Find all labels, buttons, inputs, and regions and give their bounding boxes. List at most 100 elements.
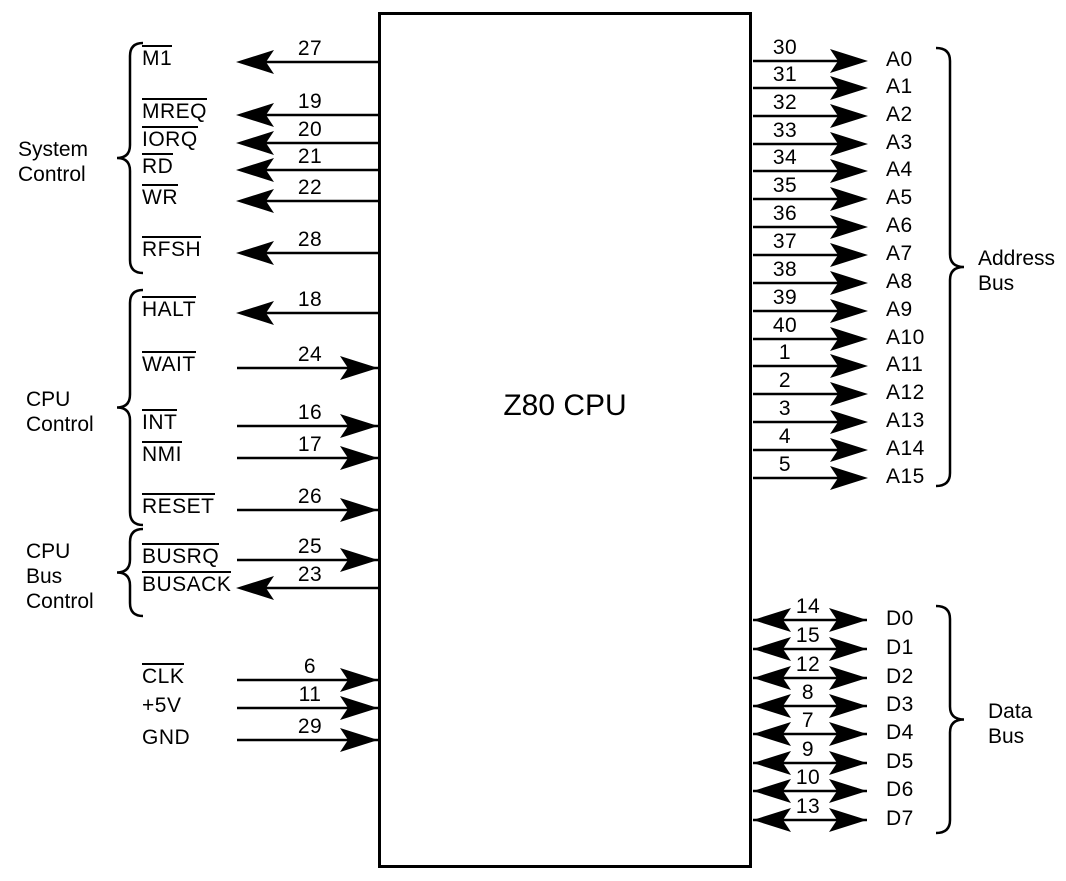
arrowhead-d6-left	[753, 779, 791, 803]
brace-system-control	[116, 41, 144, 275]
arrowhead-a14	[830, 438, 868, 462]
pin-number-d0: 14	[795, 595, 821, 618]
pin-number-mreq: 19	[297, 90, 323, 113]
pin-label-a2: A2	[886, 103, 913, 126]
pin-number-halt: 18	[297, 288, 323, 311]
arrowhead-a7	[830, 243, 868, 267]
arrowhead-a9	[830, 299, 868, 323]
pin-number-a13: 3	[778, 397, 792, 420]
pin-label-m1: M1	[142, 45, 173, 70]
pin-number-5v: 11	[298, 683, 322, 706]
pin-label-mreq: MREQ	[142, 98, 207, 123]
pin-label-text-int: INT	[142, 409, 178, 434]
arrowhead-rfsh	[236, 241, 274, 265]
pin-label-rfsh: RFSH	[142, 236, 202, 261]
pin-label-nmi: NMI	[142, 441, 182, 466]
pin-label-a3: A3	[886, 131, 913, 154]
group-label-cpu-bus-control-line-1: Bus	[26, 565, 63, 588]
arrowhead-d7-left	[753, 808, 791, 832]
arrowhead-busrq	[340, 548, 378, 572]
arrowhead-clk	[340, 668, 378, 692]
brace-cpu-control	[116, 288, 144, 527]
pin-label-a13: A13	[886, 409, 925, 432]
pin-number-int: 16	[297, 401, 323, 424]
pin-label-a9: A9	[886, 298, 913, 321]
arrowhead-halt	[236, 301, 274, 325]
pin-label-d4: D4	[886, 721, 914, 744]
arrowhead-a11	[830, 354, 868, 378]
pin-number-busack: 23	[297, 563, 323, 586]
group-label-system-control-line-1: Control	[18, 163, 86, 186]
pin-label-busrq: BUSRQ	[142, 543, 220, 568]
pin-number-a3: 33	[772, 119, 798, 142]
group-label-address-bus-line-1: Bus	[978, 272, 1015, 295]
pin-label-a6: A6	[886, 214, 913, 237]
arrowhead-m1	[236, 50, 274, 74]
brace-address-bus	[935, 46, 965, 488]
group-label-cpu-control-line-0: CPU	[26, 387, 71, 411]
arrowhead-d2-left	[753, 666, 791, 690]
pin-label-a5: A5	[886, 186, 913, 209]
brace-data-bus	[935, 604, 965, 835]
pin-number-wait: 24	[297, 343, 323, 366]
arrowhead-nmi	[340, 446, 378, 470]
arrowhead-a4	[830, 159, 868, 183]
pin-label-wait: WAIT	[142, 351, 196, 376]
pin-number-d7: 13	[795, 795, 821, 818]
pin-number-busrq: 25	[297, 535, 323, 558]
pin-label-text-clk: CLK	[142, 663, 185, 688]
group-label-address-bus-line-0: Address	[978, 247, 1056, 270]
pin-label-d3: D3	[886, 693, 914, 716]
pin-label-d1: D1	[886, 636, 914, 659]
pin-label-a7: A7	[886, 242, 913, 265]
pin-number-a11: 1	[778, 341, 792, 364]
pin-number-a1: 31	[772, 63, 798, 86]
arrowhead-d2-right	[829, 666, 867, 690]
arrowhead-d5-right	[829, 751, 867, 775]
pin-label-gnd: GND	[142, 727, 190, 749]
pin-label-rd: RD	[142, 153, 174, 178]
arrowhead-a0	[830, 49, 868, 73]
pin-number-a14: 4	[778, 425, 792, 448]
arrowhead-d5-left	[753, 751, 791, 775]
pin-number-a0: 30	[772, 36, 798, 59]
pin-number-nmi: 17	[297, 433, 323, 456]
arrowhead-a3	[830, 132, 868, 156]
pin-label-text-busack: BUSACK	[142, 571, 232, 596]
pin-number-rfsh: 28	[297, 228, 323, 251]
pin-number-reset: 26	[297, 485, 323, 508]
pin-label-text-reset: RESET	[142, 493, 215, 518]
pin-number-a6: 36	[772, 202, 798, 225]
arrowhead-d7-right	[829, 808, 867, 832]
arrowhead-d6-right	[829, 779, 867, 803]
group-label-data-bus-line-1: Bus	[988, 724, 1025, 748]
arrowhead-d1-right	[829, 637, 867, 661]
arrowhead-d1-left	[753, 637, 791, 661]
pin-label-text-nmi: NMI	[142, 441, 182, 466]
arrowhead-d3-right	[829, 694, 867, 718]
pin-number-clk: 6	[303, 655, 317, 678]
arrowhead-rd	[236, 158, 274, 182]
group-label-data-bus-line-0: Data	[988, 699, 1033, 723]
pin-label-text-wait: WAIT	[142, 351, 196, 376]
pin-number-a15: 5	[778, 453, 792, 476]
pin-number-a8: 38	[772, 258, 798, 281]
pin-number-d3: 8	[801, 681, 815, 704]
pin-label-wr: WR	[142, 184, 178, 209]
arrowhead-a1	[830, 76, 868, 100]
pin-label-int: INT	[142, 409, 178, 434]
arrowhead-wr	[236, 189, 274, 213]
pin-label-halt: HALT	[142, 296, 197, 321]
pin-number-d4: 7	[801, 709, 815, 732]
arrowhead-5v	[340, 696, 378, 720]
arrowhead-mreq	[236, 103, 274, 127]
arrowhead-d3-left	[753, 694, 791, 718]
pin-number-d6: 10	[795, 766, 821, 789]
pin-number-a2: 32	[772, 91, 798, 114]
pin-number-wr: 22	[297, 176, 323, 199]
pin-number-a7: 37	[772, 230, 798, 253]
arrowhead-a2	[830, 104, 868, 128]
brace-cpu-bus-control	[116, 527, 144, 618]
pin-label-text-5v: +5V	[142, 694, 182, 717]
